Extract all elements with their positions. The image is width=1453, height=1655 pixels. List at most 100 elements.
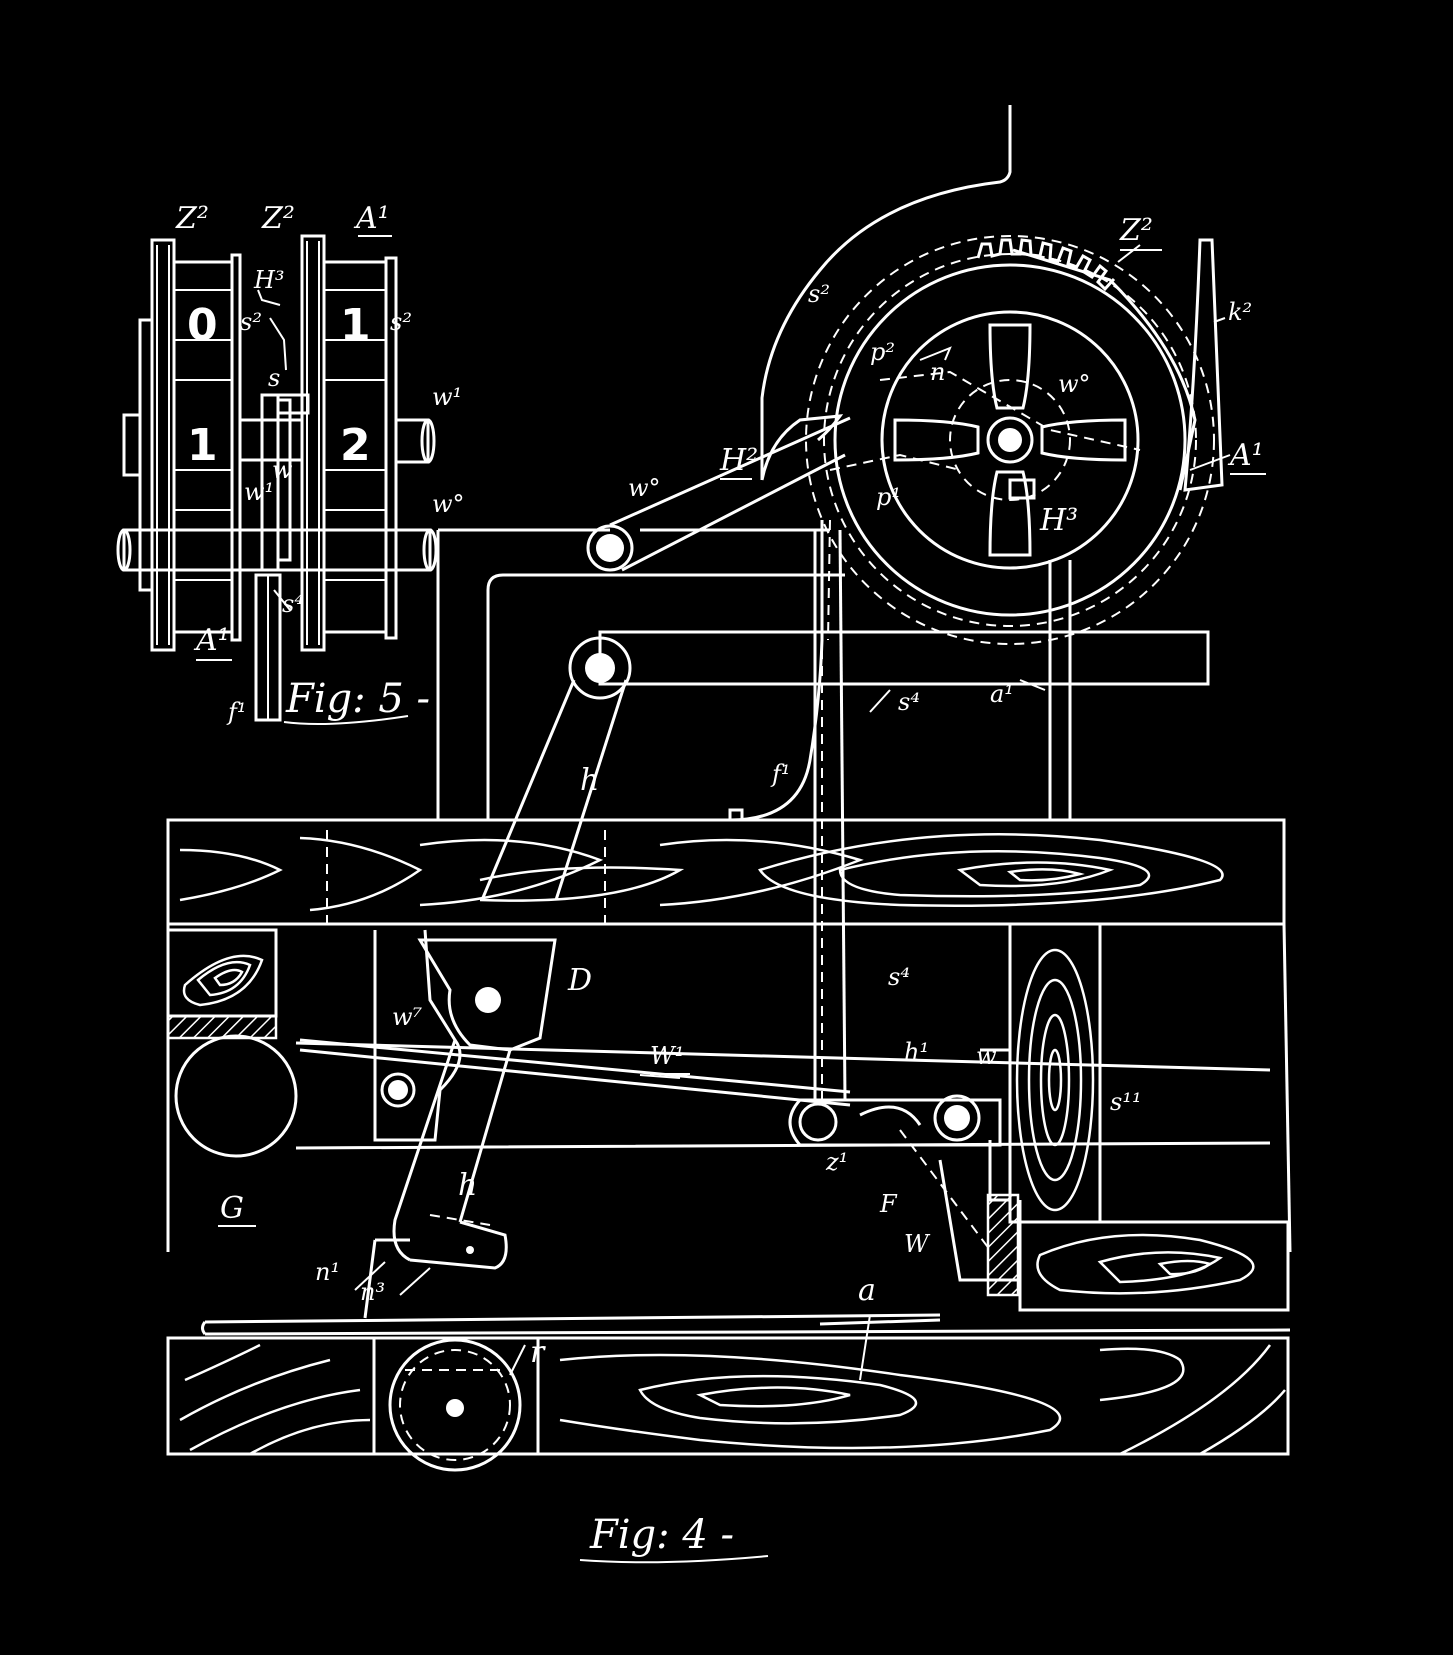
label-z1: z¹ (825, 1148, 848, 1176)
lever-h-foot (409, 1220, 508, 1270)
fig4-caption-underline (579, 1555, 769, 1564)
label-a1: a¹ (990, 680, 1014, 708)
pivot-w0-ring (586, 524, 634, 572)
lever-h-lower-left (392, 1039, 457, 1262)
fig5-hub (122, 413, 142, 477)
lever-H2-upper (609, 416, 851, 527)
fig5-label-f1: f¹ (226, 698, 247, 726)
bracket-w7 (373, 929, 462, 1142)
label-D: D (567, 963, 592, 998)
fig5-shaft-w1 (394, 418, 436, 464)
link-z1-w (788, 1098, 1002, 1147)
wheel-hub (986, 416, 1034, 464)
left-wood-block (166, 928, 278, 1040)
rail-a-top (204, 1313, 941, 1324)
small-block-H3 (1008, 478, 1036, 500)
label-A1: A¹ (1227, 438, 1264, 473)
label-r: r (530, 1335, 546, 1370)
label-s11: s¹¹ (1110, 1088, 1142, 1116)
pulley-G (174, 1034, 298, 1158)
figure-4: Z² k² s² p² n w° A¹ H² w° p¹ H³ a¹ s⁴ f¹… (166, 105, 1292, 1564)
wheel-dashed-link (879, 370, 1141, 451)
label-w0-wheel: w° (1058, 370, 1091, 398)
wheel-axle-w0 (998, 428, 1022, 452)
fig4-caption: Fig: 4 - (589, 1512, 734, 1558)
fig5-label-s4: s⁴ (282, 590, 304, 618)
label-k2: k² (1228, 298, 1252, 326)
fig5-label-Z2-mid: Z² (261, 201, 295, 236)
curve-f1 (729, 520, 824, 822)
wheel-dashed-cam (949, 379, 1071, 501)
lever-plate-D (417, 938, 557, 1052)
fig5-digit-right-lower: 2 (340, 420, 371, 471)
pivot-w-ring (933, 1094, 981, 1142)
fig5-caption: Fig: 5 - (285, 676, 430, 722)
wheel-spoke-left (893, 418, 980, 462)
pivot-w0 (596, 534, 624, 562)
gear-rim (833, 263, 1187, 617)
fig5-label-s: s (268, 364, 280, 392)
roller-r-axle (446, 1399, 464, 1417)
frame-inner-opening (486, 573, 845, 820)
pivot-w (944, 1105, 970, 1131)
wheel-spoke-right (1040, 418, 1127, 462)
label-G: G (220, 1191, 244, 1226)
label-a: a (858, 1273, 876, 1308)
lever-h-left-edge (480, 679, 576, 901)
label-p2: p² (870, 338, 895, 366)
pivot-w7-ring (380, 1072, 416, 1108)
wheel-spoke-top (988, 323, 1032, 410)
hood-casing (760, 105, 1012, 480)
label-w0-link: w° (628, 474, 661, 502)
fig5-label-s2-right: s² (390, 308, 412, 336)
lever-h-right-edge (554, 679, 628, 901)
rod-s4-right (838, 529, 847, 1101)
label-s2: s² (808, 280, 830, 308)
bar-a1 (598, 630, 1210, 686)
fig5-label-Z2-left: Z² (175, 201, 209, 236)
label-W1: W¹ (650, 1042, 684, 1070)
pawl-k2 (1183, 238, 1224, 492)
spoked-wheel (880, 310, 1140, 570)
label-n1: n¹ (315, 1258, 340, 1286)
frame-right-edge (1282, 923, 1292, 1253)
rail-a-bottom (204, 1328, 1291, 1336)
fig5-label-A1-bottom: A¹ (193, 623, 230, 658)
gear-segment-A1 (1012, 248, 1197, 491)
fig5-label-w1-shaft: w¹ (432, 383, 462, 411)
fig5-lever-f1 (254, 573, 291, 722)
label-w: w (976, 1042, 997, 1070)
hatched-post (986, 1193, 1020, 1297)
label-s4-upper: s⁴ (898, 688, 920, 716)
arrow-n (919, 346, 952, 361)
pawl-h1 (859, 1105, 922, 1126)
label-h-lower: h (458, 1168, 477, 1203)
fig5-digit-right-upper: 1 (340, 300, 371, 351)
fig5-left-gear (150, 238, 176, 652)
fig5-right-gear (300, 234, 326, 652)
gear-rim-dashed-inner (823, 253, 1197, 627)
label-p1: p¹ (876, 483, 901, 511)
fig5-label-w0: w° (432, 490, 465, 518)
label-h-upper: h (580, 763, 599, 798)
pivot-D (475, 987, 501, 1013)
slide-W1-top (299, 1038, 851, 1094)
lever-H2-lower (621, 453, 846, 572)
figure-5: 0 1 1 2 Z² Z² A¹ H³ s² s² s w¹ w w¹ w° s… (116, 201, 465, 726)
fig5-label-H3: H³ (253, 266, 285, 294)
label-f1: f¹ (770, 760, 791, 788)
pivot-z1-ring (798, 1102, 838, 1142)
upper-wood-beam (166, 818, 1286, 926)
fig5-label-w1: w¹ (244, 478, 274, 506)
label-w7: w⁷ (392, 1003, 423, 1031)
fig5-digit-left-upper: 0 (187, 300, 218, 351)
label-W: W (904, 1230, 931, 1258)
label-n3: n³ (360, 1278, 385, 1306)
label-F: F (879, 1190, 898, 1218)
label-s4-lower: s⁴ (888, 963, 910, 991)
label-H3: H³ (1039, 503, 1078, 538)
lower-right-wood-block (1018, 1220, 1290, 1312)
block-n1 (363, 1238, 410, 1319)
vertical-wood-block-s11 (1008, 922, 1102, 1224)
